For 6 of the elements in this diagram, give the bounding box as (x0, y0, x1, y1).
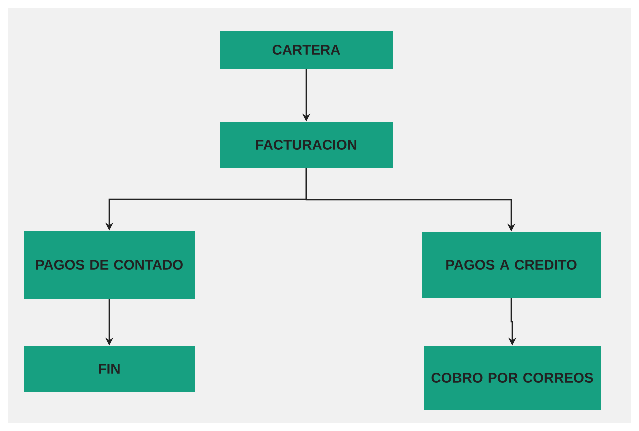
process-box: PAGOS A CREDITO (422, 232, 601, 298)
process-box: PAGOS DE CONTADO (24, 231, 195, 299)
process-box: FIN (24, 346, 195, 392)
process-box: CARTERA (220, 31, 393, 69)
process-box: COBRO POR CORREOS (424, 346, 601, 410)
process-box: FACTURACION (220, 122, 393, 168)
